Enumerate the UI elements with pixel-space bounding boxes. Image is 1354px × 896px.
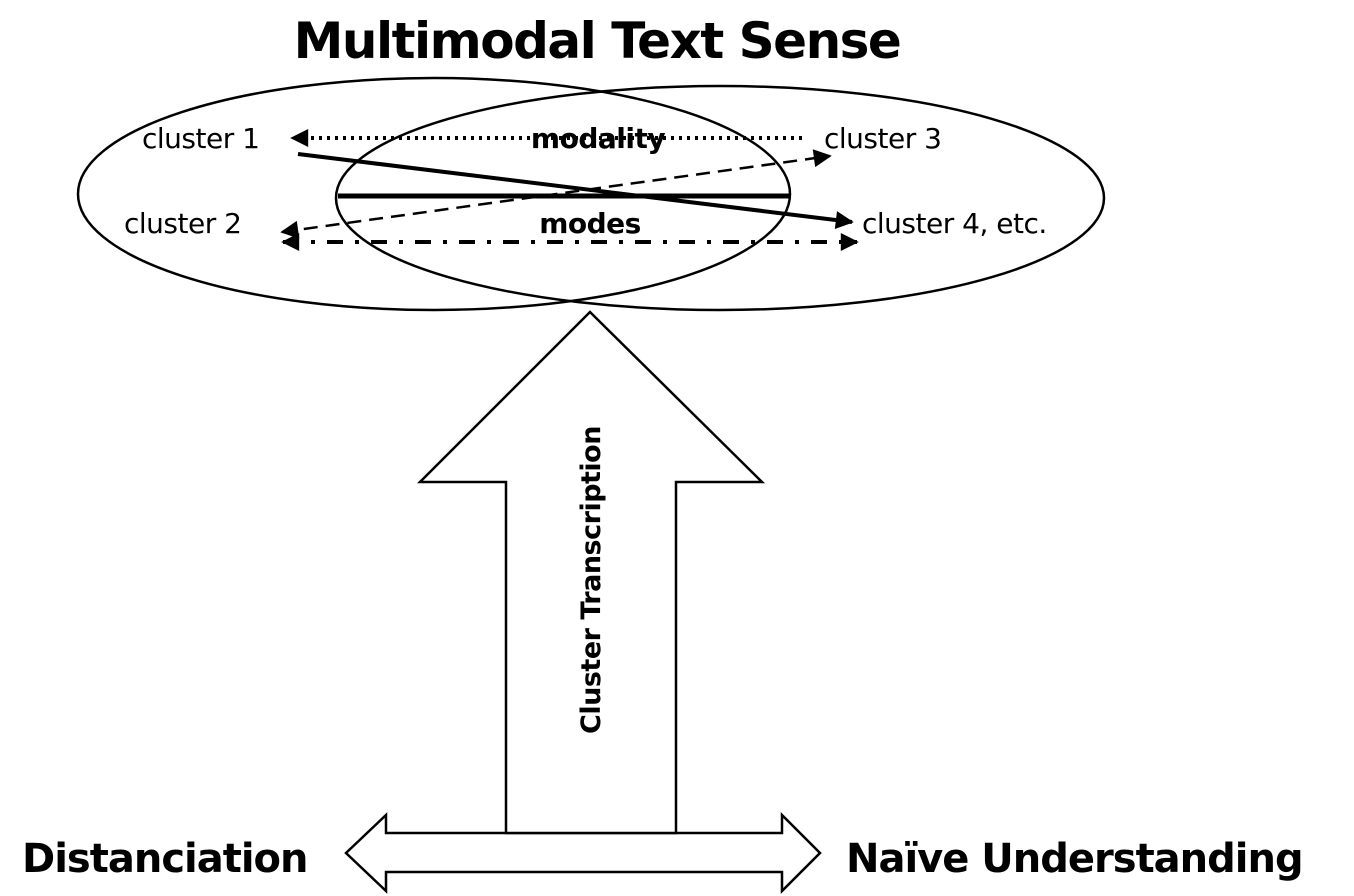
naive-understanding-label: Naïve Understanding (846, 836, 1303, 882)
distanciation-label: Distanciation (22, 836, 308, 882)
cluster-2-label: cluster 2 (124, 207, 241, 240)
cluster-4-label: cluster 4, etc. (862, 207, 1047, 240)
cluster-transcription-label: Cluster Transcription (576, 426, 607, 734)
cluster-3-label: cluster 3 (824, 122, 941, 155)
cluster-1-label: cluster 1 (142, 122, 259, 155)
modality-label: modality (531, 122, 665, 155)
cluster-transcription-arrow (416, 310, 766, 835)
dashed-arrow-cluster-2-to-3 (280, 149, 832, 239)
modes-label: modes (539, 207, 641, 240)
distanciation-understanding-double-arrow (344, 811, 822, 895)
diagram-title: Multimodal Text Sense (294, 12, 901, 70)
